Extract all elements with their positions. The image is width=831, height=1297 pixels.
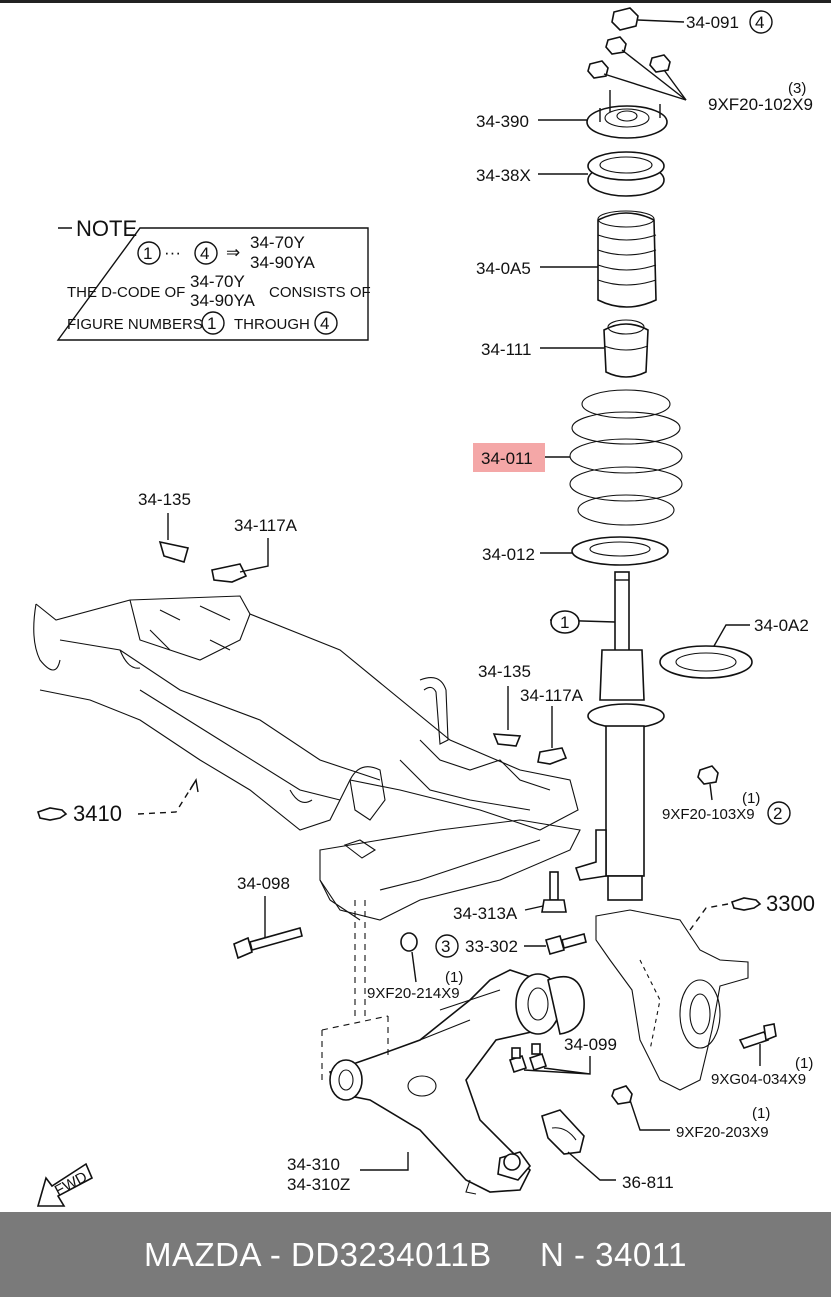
note-line2-code-a: 34-70Y [190,272,245,291]
note-box: NOTE 1 ··· 4 ⇒ 34-70Y 34-90YA THE D-CODE… [56,216,371,341]
callout-34-011: 34-011 [481,449,533,468]
callout-9xg04-034x9: 9XG04-034X9 [711,1071,806,1088]
callout-34-135-b: 34-135 [478,662,531,681]
part-9xf20-103x9: (1) 9XF20-103X9 2 [662,765,791,825]
note-line2-prefix: THE D-CODE OF [67,284,185,301]
note-arrow: ⇒ [226,243,240,262]
callout-34-111: 34-111 [481,340,531,359]
callout-34-099: 34-099 [564,1035,617,1054]
callout-9xf20-203x9: 9XF20-203X9 [676,1124,769,1141]
callout-34-135-a: 34-135 [138,490,191,509]
hand-pointer-icon [36,807,68,821]
note-line2-suffix: CONSISTS OF [269,284,371,301]
callout-34-117a-a: 34-117A [234,516,298,535]
ref-3300-label: 3300 [766,891,815,916]
callout-strut-fig: 1 [560,613,569,632]
part-9xg04-034x9: (1) 9XG04-034X9 [711,1023,813,1088]
note-range-end: 4 [200,244,209,263]
part-9xf20-214x9: (1) 9XF20-214X9 [367,932,463,1002]
ref-3410-label: 3410 [73,801,122,826]
callout-9xf20-214x9-qty: (1) [445,969,463,986]
note-code-b: 34-90YA [250,253,316,272]
callout-9xf20-103x9-fig: 2 [773,804,782,823]
part-34-0a2: 34-0A2 [659,616,809,679]
callout-34-310z: 34-310Z [287,1175,350,1194]
note-line3-prefix: FIGURE NUMBERS [67,316,203,333]
part-9xf20-203x9: (1) 9XF20-203X9 [611,1085,770,1141]
part-34-011: 34-011 [473,389,683,526]
parts-diagram: NOTE 1 ··· 4 ⇒ 34-70Y 34-90YA THE D-CODE… [33,7,815,1207]
part-34-098: 34-098 [233,874,303,960]
steering-knuckle [595,909,749,1091]
note-line3-num-b: 4 [320,314,329,333]
part-34-390: 34-390 [476,90,668,139]
part-34-012: 34-012 [482,536,669,566]
note-line2-code-b: 34-90YA [190,291,256,310]
callout-33-302: 33-302 [465,937,518,956]
note-code-a: 34-70Y [250,233,305,252]
callout-9xf20-102x9-qty: (3) [788,80,806,97]
callout-34-390: 34-390 [476,112,529,131]
callout-34-117a-b: 34-117A [520,686,584,705]
footer-part-number: MAZDA - DD3234011B N - 34011 [143,1235,688,1273]
part-34-117a-b: 34-117A [520,686,584,765]
note-title: NOTE [76,216,137,241]
part-strut-1: 1 [549,571,665,901]
part-34-135-a: 34-135 [138,490,191,563]
part-34-310: 34-310 34-310Z [287,900,585,1195]
fwd-arrow-icon: FWD [36,1162,94,1207]
callout-9xf20-103x9-qty: (1) [742,790,760,807]
callout-34-38x: 34-38X [476,166,531,185]
callout-9xg04-034x9-qty: (1) [795,1055,813,1072]
note-range-sep: ··· [164,243,181,262]
callout-33-302-fig: 3 [441,937,450,956]
part-34-111: 34-111 [481,319,649,378]
part-34-117a-a: 34-117A [211,516,298,583]
part-33-302: 3 33-302 [435,933,587,958]
hand-pointer-icon [730,897,762,911]
part-34-38x: 34-38X [476,151,665,197]
callout-9xf20-102x9: 9XF20-102X9 [708,95,813,114]
part-9xf20-102x9: (3) 9XF20-102X9 [587,36,813,114]
top-border [0,0,831,3]
callout-9xf20-103x9: 9XF20-103X9 [662,806,755,823]
part-36-811: 36-811 [541,1109,674,1192]
part-34-135-b: 34-135 [478,662,531,747]
callout-34-091-fig: 4 [755,13,764,32]
callout-34-012: 34-012 [482,545,535,564]
part-34-091: 34-091 4 [611,7,773,34]
callout-34-0a5: 34-0A5 [476,259,531,278]
callout-34-310: 34-310 [287,1155,340,1174]
footer-bar: MAZDA - DD3234011B N - 34011 [0,1212,831,1297]
callout-34-0a2: 34-0A2 [754,616,809,635]
callout-9xf20-214x9: 9XF20-214X9 [367,985,460,1002]
callout-9xf20-203x9-qty: (1) [752,1105,770,1122]
part-34-0a5: 34-0A5 [476,210,657,308]
subframe-assembly [33,595,581,921]
part-34-313a: 34-313A [453,871,567,923]
note-range-start: 1 [143,244,152,263]
note-line3-mid: THROUGH [234,316,310,333]
ref-3410: 3410 [36,778,199,826]
ref-3300: 3300 [689,891,815,931]
callout-36-811: 36-811 [622,1173,674,1192]
callout-34-313a: 34-313A [453,904,518,923]
callout-34-098: 34-098 [237,874,290,893]
part-34-099: 34-099 [508,1035,617,1075]
callout-34-091: 34-091 [686,13,739,32]
highlight-box [473,443,545,472]
note-line3-num-a: 1 [207,314,216,333]
